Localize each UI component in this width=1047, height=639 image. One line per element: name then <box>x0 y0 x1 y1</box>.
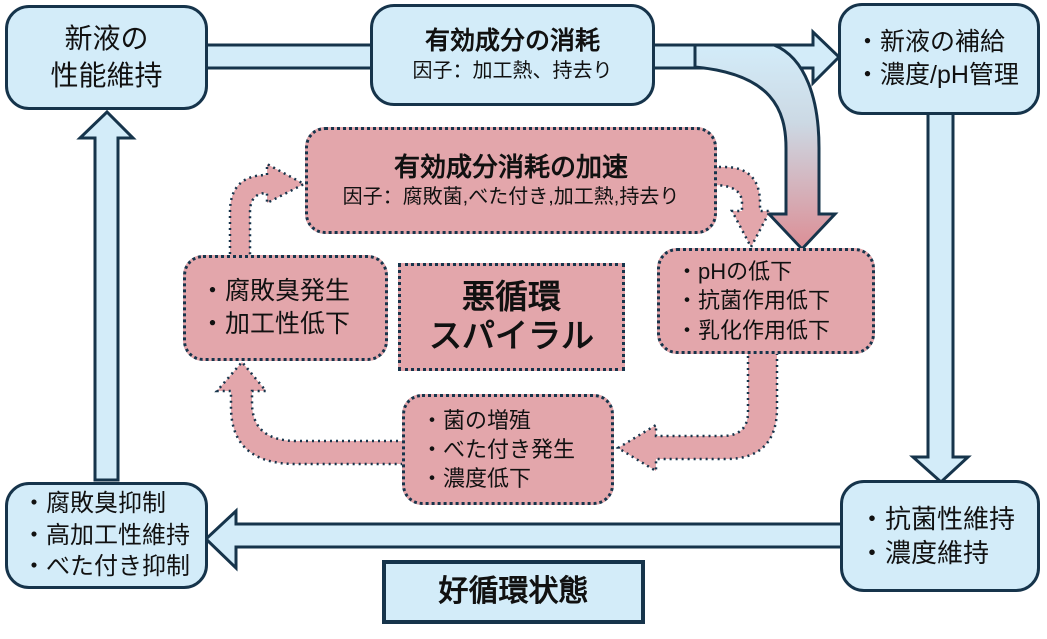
box-new-fluid-line1: 新液の <box>64 22 149 54</box>
arrow-replenish-to-maintain-right <box>909 106 972 485</box>
box-bacteria-line1: ・菌の増殖 <box>421 407 532 433</box>
box-ph-drop-line3: ・乳化作用低下 <box>676 317 831 343</box>
arrow-bacteria-to-odor <box>214 360 406 466</box>
box-replenish-line2: ・濃度/pH管理 <box>855 61 1019 89</box>
spiral-label-line1: 悪循環 <box>462 278 561 316</box>
box-active-ingredient-consumption: 有効成分の消耗 因子：加工熱、持去り <box>370 4 655 106</box>
box-maintain-right-line1: ・抗菌性維持 <box>859 503 1016 534</box>
box-vicious-spiral-label: 悪循環 スパイラル <box>398 263 625 371</box>
box-maintain-left-line1: ・腐敗臭抑制 <box>22 489 166 517</box>
spiral-label-line2: スパイラル <box>429 317 594 354</box>
box-bacteria-growth: ・菌の増殖 ・べた付き発生 ・濃度低下 <box>402 394 614 505</box>
box-odor-line1: ・腐敗臭発生 <box>200 277 351 305</box>
box-new-fluid-performance: 新液の 性能維持 <box>5 5 208 110</box>
box-maintain-left-line3: ・べた付き抑制 <box>22 553 190 581</box>
box-ph-drop-line1: ・pHの低下 <box>676 259 793 285</box>
box-odor-line2: ・加工性低下 <box>200 310 351 338</box>
box-maintain-antibacterial: ・抗菌性維持 ・濃度維持 <box>840 480 1040 592</box>
arrow-accelerate-to-phdrop <box>711 165 773 250</box>
box-maintain-left-line2: ・高加工性維持 <box>22 521 190 549</box>
box-accelerate-title: 有効成分消耗の加速 <box>393 152 628 183</box>
arrow-newfluid-to-consumption <box>203 43 377 70</box>
box-bacteria-line3: ・濃度低下 <box>421 466 532 492</box>
arrow-maintain-right-to-maintain-left <box>203 507 847 572</box>
box-accelerated-consumption: 有効成分消耗の加速 因子：腐敗菌,べた付き,加工熱,持去り <box>305 127 717 234</box>
arrow-gradient-into-spiral <box>693 43 839 252</box>
box-ph-drop: ・pHの低下 ・抗菌作用低下 ・乳化作用低下 <box>657 248 875 354</box>
box-consumption-title: 有効成分の消耗 <box>424 27 600 56</box>
box-suppression-effects: ・腐敗臭抑制 ・高加工性維持 ・べた付き抑制 <box>5 482 208 589</box>
box-ph-drop-line2: ・抗菌作用低下 <box>676 288 831 314</box>
box-consumption-subtitle: 因子：加工熱、持去り <box>412 60 613 83</box>
box-putrid-odor: ・腐敗臭発生 ・加工性低下 <box>183 255 388 361</box>
box-replenish-management: ・新液の補給 ・濃度/pH管理 <box>838 3 1040 115</box>
box-replenish-line1: ・新液の補給 <box>855 28 1006 56</box>
box-accelerate-subtitle: 因子：腐敗菌,べた付き,加工熱,持去り <box>342 186 680 209</box>
box-bacteria-line2: ・べた付き発生 <box>421 436 576 462</box>
arrow-odor-to-accelerate <box>228 161 307 262</box>
box-good-cycle-state: 好循環状態 <box>382 560 645 624</box>
good-cycle-label: 好循環状態 <box>438 575 589 609</box>
arrow-phdrop-to-bacteria <box>615 348 779 474</box>
box-maintain-right-line2: ・濃度維持 <box>859 538 990 568</box>
arrow-maintain-left-to-newfluid <box>76 109 137 482</box>
box-new-fluid-line2: 性能維持 <box>50 59 163 91</box>
